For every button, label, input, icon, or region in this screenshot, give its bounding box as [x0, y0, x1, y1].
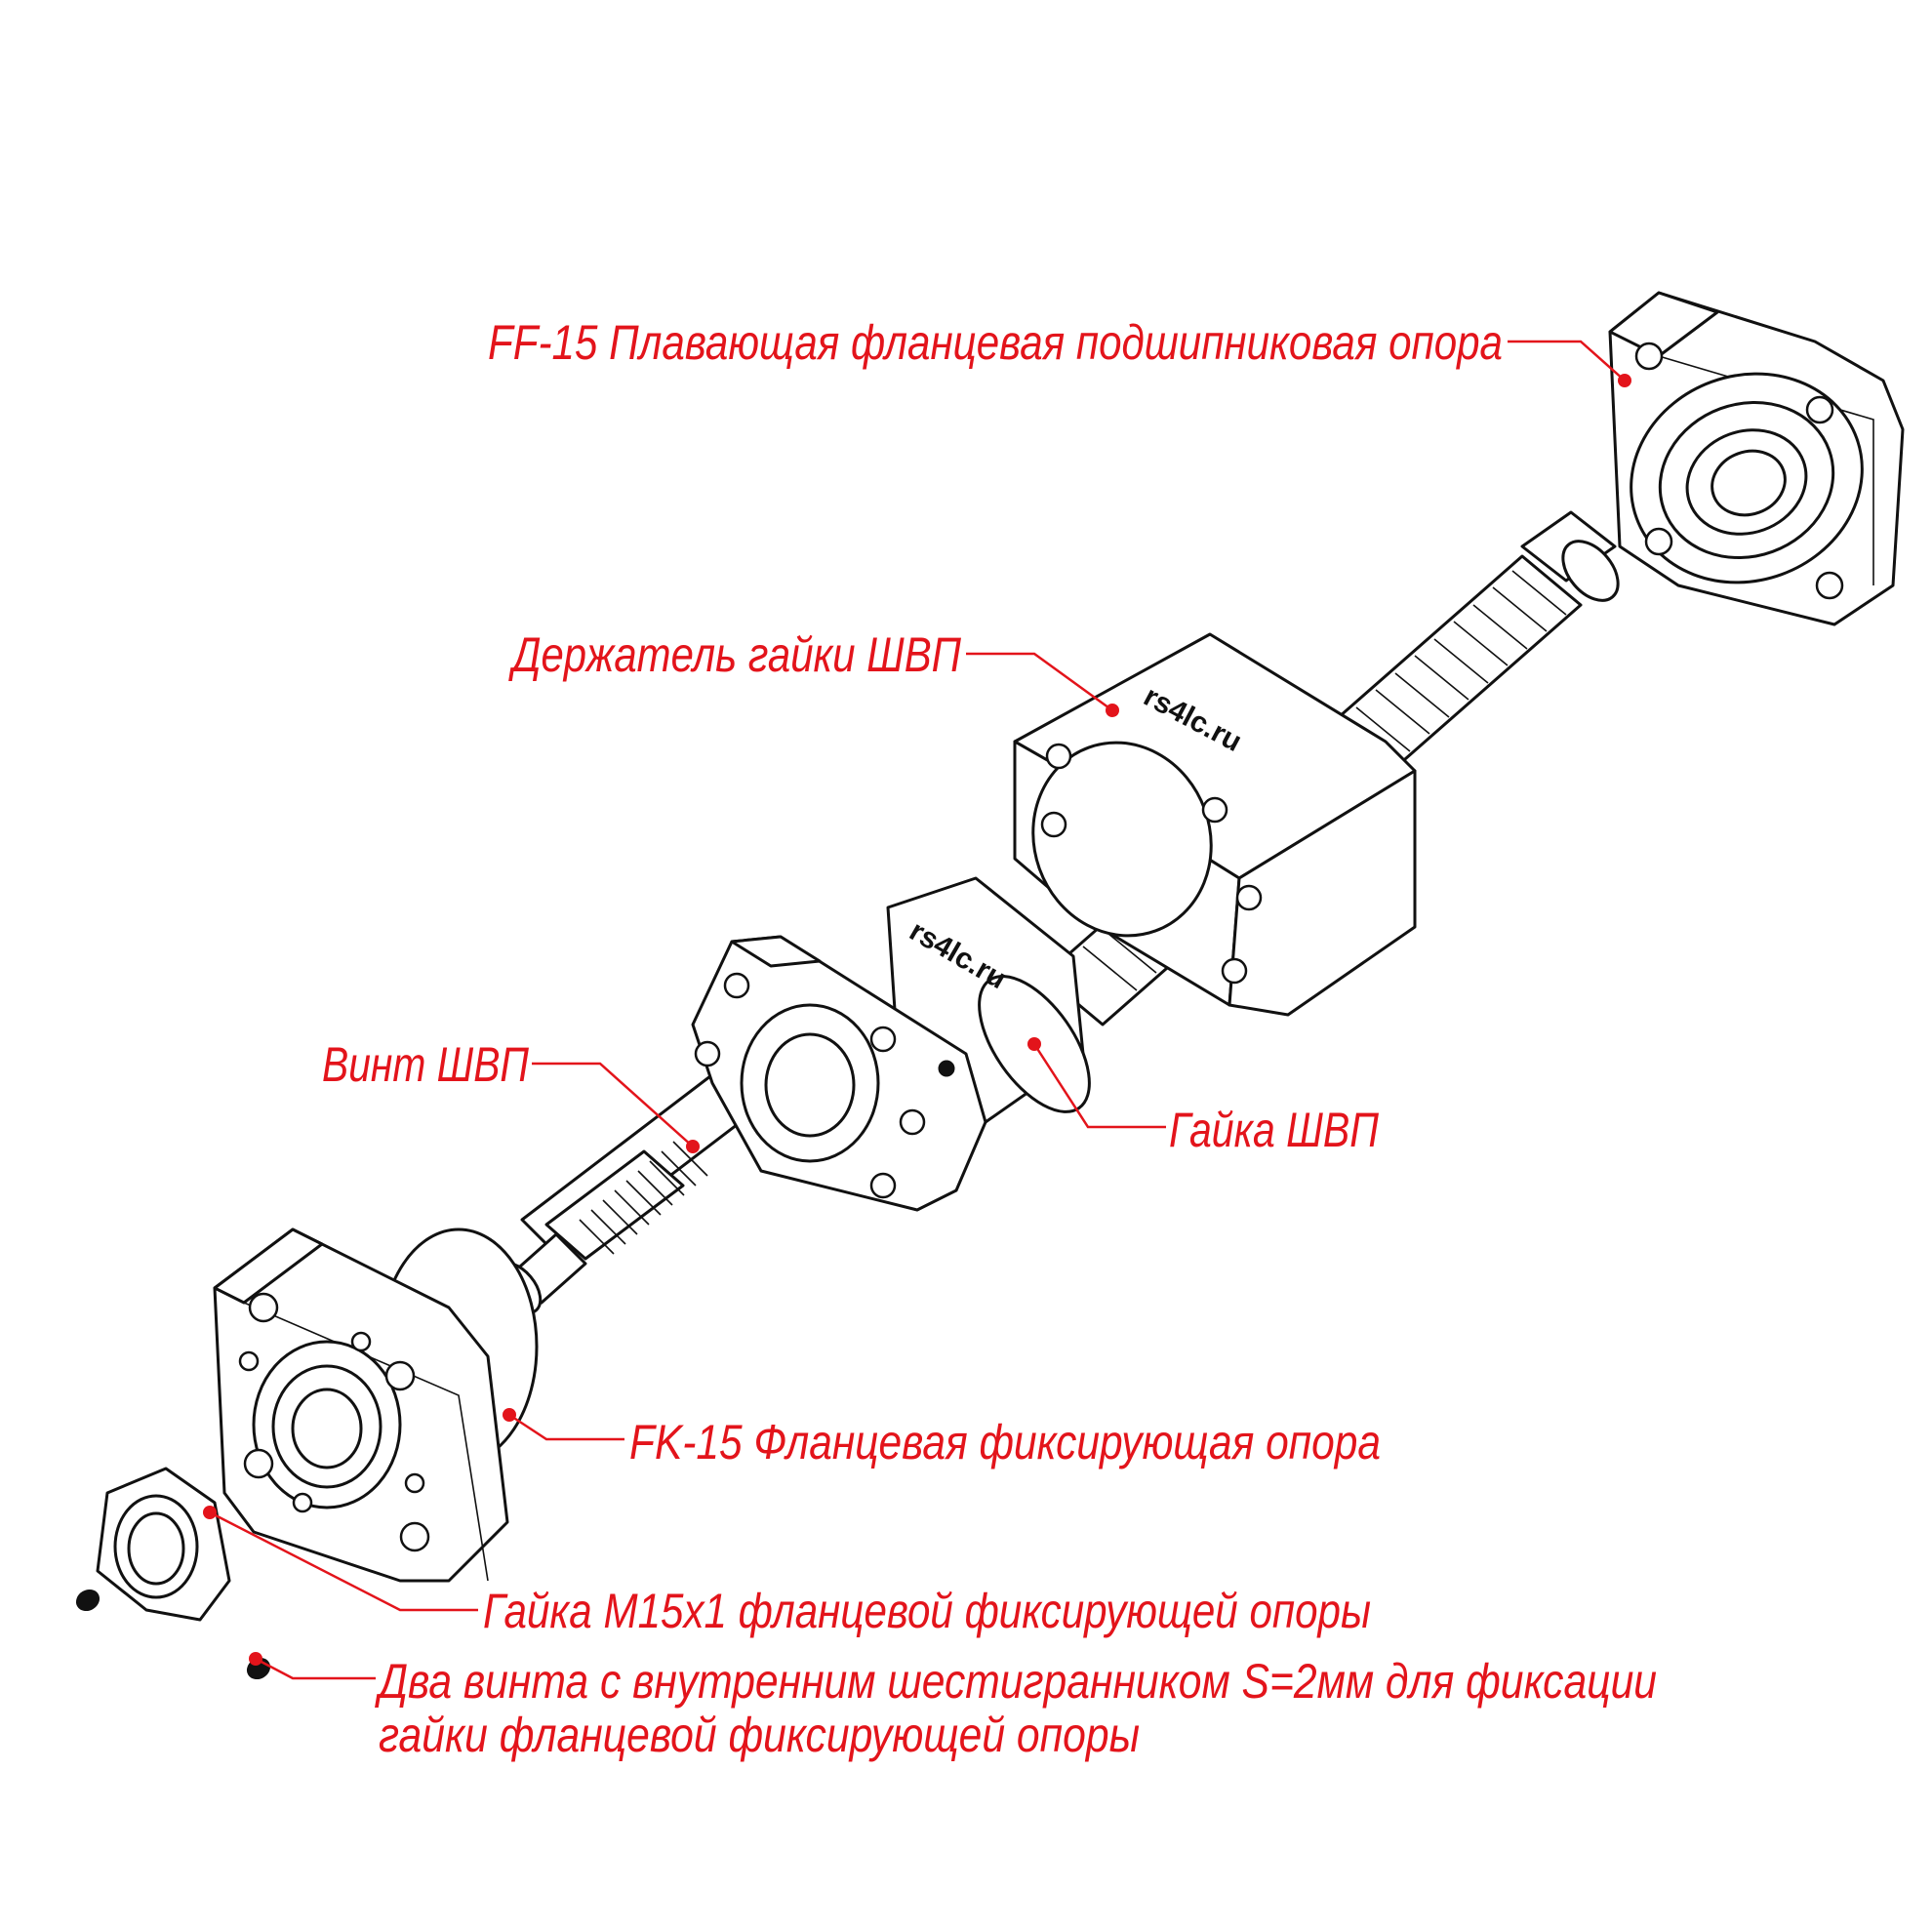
nut-leader [1032, 1043, 1166, 1129]
ff15-floating-support [1608, 291, 1905, 626]
ball-nut: rs4lc.ru [691, 876, 1091, 1212]
ball-nut-holder: rs4lc.ru [1013, 632, 1417, 1017]
label-fk15: FK-15 Фланцевая фиксирующая опора [629, 1415, 1381, 1469]
ff15-leader [1508, 340, 1626, 382]
fk15-leader [508, 1413, 624, 1441]
holder-leader [966, 652, 1113, 712]
fk15-fixed-support [213, 1228, 539, 1583]
m15-lock-nut [96, 1467, 231, 1622]
callouts: FF-15 Плавающая фланцевая подшипниковая … [322, 315, 1657, 1762]
label-ff15: FF-15 Плавающая фланцевая подшипниковая … [488, 315, 1503, 370]
label-setscrews-line1: Два винта с внутренним шестигранником S=… [375, 1654, 1657, 1709]
leader-lines [203, 340, 1631, 1680]
label-holder: Держатель гайки ШВП [508, 627, 962, 682]
label-locknut: Гайка M15x1 фланцевой фиксирующей опоры [483, 1584, 1371, 1638]
label-nut: Гайка ШВП [1169, 1103, 1380, 1157]
label-setscrews-line2: гайки фланцевой фиксирующей опоры [379, 1708, 1140, 1762]
screw-leader [532, 1062, 694, 1147]
end-thread [579, 1141, 708, 1255]
locknut-leader [209, 1510, 478, 1612]
setscrews-leader [255, 1657, 376, 1680]
label-screw: Винт ШВП [322, 1037, 530, 1092]
